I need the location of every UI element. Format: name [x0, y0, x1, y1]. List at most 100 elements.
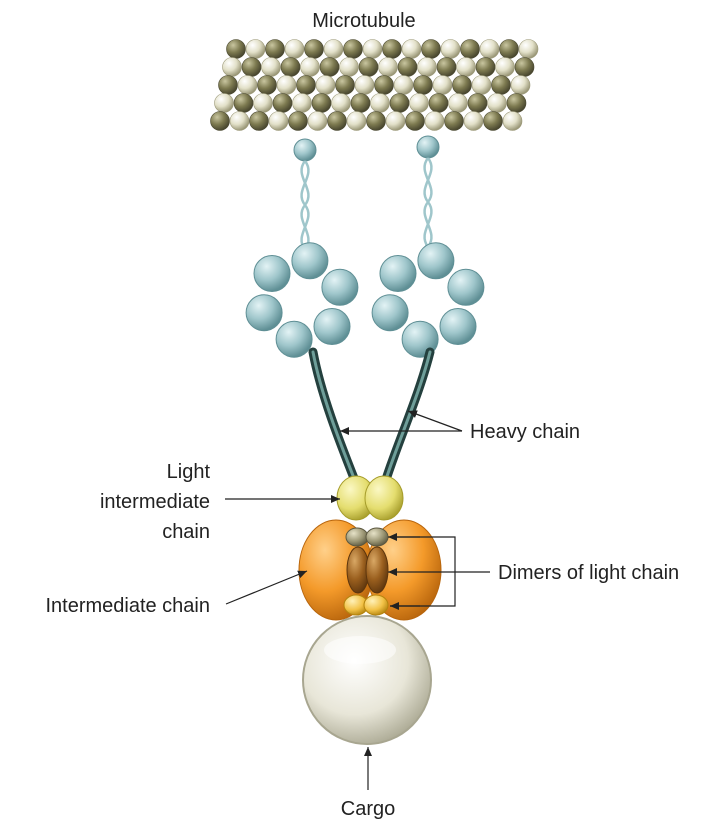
light-chain-top-right	[366, 528, 388, 546]
light-chain-bottom-right	[364, 595, 388, 615]
tubulin-subunit-dark	[437, 58, 456, 77]
motor-heads	[246, 243, 484, 357]
tubulin-subunit-dark	[515, 58, 534, 77]
tubulin-subunit-dark	[492, 76, 511, 95]
tubulin-subunit-light	[519, 40, 538, 59]
intermediate-chain-pointer	[226, 571, 307, 604]
motor-head-ring-right	[372, 243, 484, 357]
aaa-domain	[254, 256, 290, 292]
tubulin-subunit-dark	[258, 76, 277, 95]
tubulin-subunit-dark	[344, 40, 363, 59]
tubulin-subunit-light	[215, 94, 234, 113]
tubulin-subunit-dark	[289, 112, 308, 131]
tubulin-subunit-dark	[328, 112, 347, 131]
tubulin-subunit-light	[316, 76, 335, 95]
heavy-chain-pointer-right	[408, 411, 462, 431]
tubulin-subunit-dark	[359, 58, 378, 77]
heavy-chain-stalks	[313, 352, 430, 496]
microtubule	[211, 40, 539, 131]
tubulin-subunit-dark	[500, 40, 519, 59]
tubulin-subunit-light	[347, 112, 366, 131]
light-chain-top-left	[346, 528, 368, 546]
tubulin-subunit-dark	[422, 40, 441, 59]
light-intermediate-chain-label-line3: chain	[162, 521, 210, 543]
tubulin-subunit-light	[324, 40, 343, 59]
light-intermediate-chain-right	[365, 476, 403, 520]
tubulin-subunit-dark	[383, 40, 402, 59]
tubulin-subunit-dark	[273, 94, 292, 113]
tubulin-subunit-dark	[461, 40, 480, 59]
tubulin-subunit-light	[371, 94, 390, 113]
tubulin-subunit-dark	[445, 112, 464, 131]
tubulin-subunit-light	[238, 76, 257, 95]
aaa-domain	[276, 321, 312, 357]
tubulin-subunit-dark	[476, 58, 495, 77]
aaa-domain	[322, 269, 358, 305]
tubulin-subunit-light	[223, 58, 242, 77]
light-intermediate-chain-label-line1: Light	[167, 461, 211, 483]
tubulin-subunit-dark	[507, 94, 526, 113]
tubulin-subunit-light	[464, 112, 483, 131]
binding-domain-right	[417, 136, 439, 158]
tubulin-subunit-light	[410, 94, 429, 113]
tubulin-subunit-light	[488, 94, 507, 113]
tubulin-subunit-dark	[375, 76, 394, 95]
tubulin-subunit-light	[386, 112, 405, 131]
cargo-highlight	[324, 636, 396, 664]
cargo	[303, 616, 431, 744]
tubulin-subunit-dark	[312, 94, 331, 113]
tubulin-subunit-light	[301, 58, 320, 77]
aaa-domain	[292, 243, 328, 279]
tubulin-subunit-light	[332, 94, 351, 113]
aaa-domain	[246, 295, 282, 331]
tubulin-subunit-dark	[453, 76, 472, 95]
tubulin-subunit-light	[379, 58, 398, 77]
tubulin-subunit-light	[449, 94, 468, 113]
tubulin-subunit-light	[511, 76, 530, 95]
tubulin-subunit-light	[402, 40, 421, 59]
intermediate-chain-label: Intermediate chain	[45, 595, 210, 617]
tubulin-subunit-dark	[219, 76, 238, 95]
tubulin-subunit-light	[394, 76, 413, 95]
tubulin-subunit-light	[277, 76, 296, 95]
tubulin-subunit-light	[425, 112, 444, 131]
tubulin-subunit-light	[355, 76, 374, 95]
light-intermediate-chains	[337, 476, 403, 520]
binding-domain-left	[294, 139, 316, 161]
light-chain-dimers	[344, 528, 388, 615]
tubulin-subunit-dark	[406, 112, 425, 131]
tubulin-subunit-light	[269, 112, 288, 131]
tubulin-subunit-dark	[398, 58, 417, 77]
tubulin-subunit-light	[433, 76, 452, 95]
tubulin-subunit-dark	[227, 40, 246, 59]
tubulin-subunit-light	[230, 112, 249, 131]
tubulin-subunit-dark	[242, 58, 261, 77]
tubulin-subunit-dark	[211, 112, 230, 131]
tubulin-subunit-light	[340, 58, 359, 77]
tubulin-subunit-light	[441, 40, 460, 59]
tubulin-subunit-light	[503, 112, 522, 131]
tubulin-subunit-light	[457, 58, 476, 77]
aaa-domain	[440, 309, 476, 345]
tubulin-subunit-dark	[390, 94, 409, 113]
tubulin-subunit-light	[285, 40, 304, 59]
aaa-domain	[372, 295, 408, 331]
tubulin-subunit-light	[293, 94, 312, 113]
tubulin-subunit-dark	[266, 40, 285, 59]
tubulin-subunit-dark	[429, 94, 448, 113]
light-chain-mid-right	[366, 547, 388, 593]
tubulin-subunit-dark	[484, 112, 503, 131]
aaa-domain	[314, 309, 350, 345]
tubulin-subunit-dark	[234, 94, 253, 113]
tubulin-subunit-dark	[297, 76, 316, 95]
tubulin-subunit-light	[254, 94, 273, 113]
tubulin-subunit-light	[496, 58, 515, 77]
tubulin-subunit-dark	[305, 40, 324, 59]
light-intermediate-chain-label-line2: intermediate	[100, 491, 210, 513]
motor-head-ring-left	[246, 243, 358, 357]
aaa-domain	[380, 256, 416, 292]
heavy-chain-right-highlight	[381, 352, 430, 496]
cargo-vesicle	[303, 616, 431, 744]
tubulin-subunit-light	[308, 112, 327, 131]
